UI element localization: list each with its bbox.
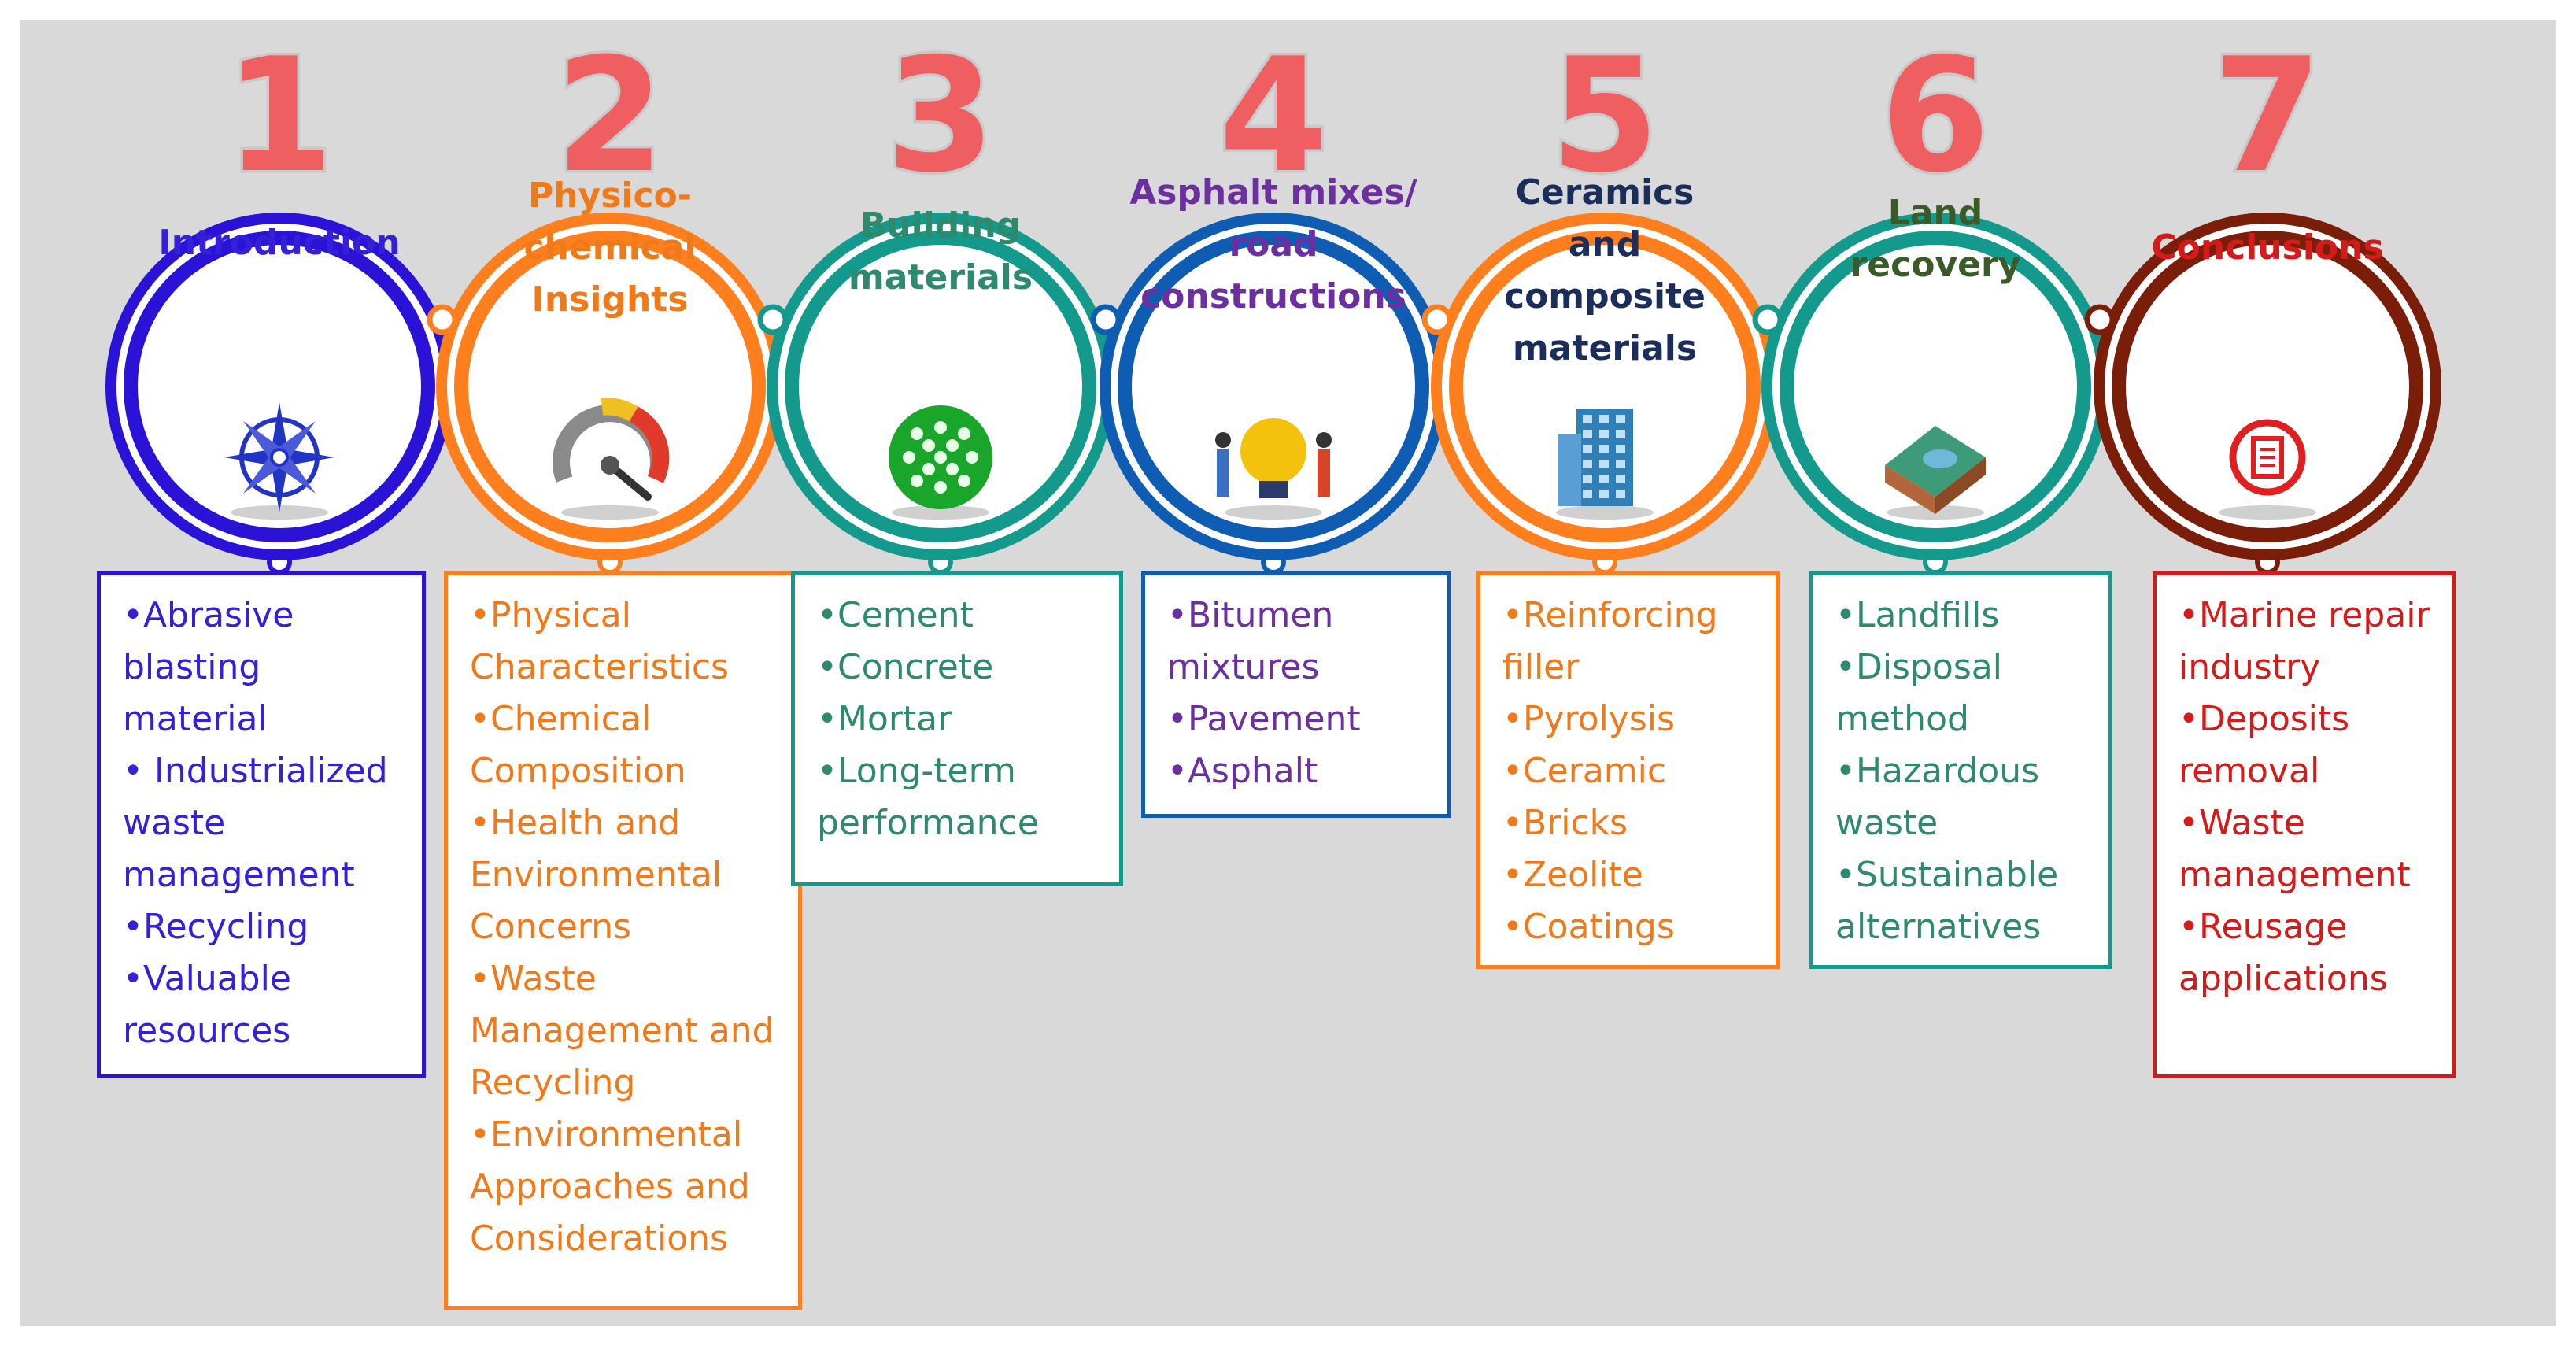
list-item: •Recycling: [123, 907, 309, 947]
junction-dot: [1421, 304, 1453, 335]
list-item: •Waste Management and Recycling: [470, 959, 774, 1103]
step-item-list: •Landfills •Disposal method •Hazardous was…: [1835, 590, 2091, 953]
list-item: •Valuable resources: [123, 959, 291, 1051]
list-item: •Health and Environmental Concerns: [470, 803, 723, 947]
list-item: •Reinforcing filler: [1502, 595, 1718, 687]
junction-dot: [427, 304, 458, 335]
step-number-2: 2: [555, 24, 664, 208]
document-icon: [2219, 419, 2316, 520]
list-item: •Chemical Composition: [470, 699, 686, 791]
step-item-list: •Marine repair industry •Deposits removal…: [2179, 590, 2434, 1005]
step-title-1: Introduction: [158, 223, 401, 263]
cell-structure-icon: [889, 405, 992, 520]
list-item: •Pyrolysis: [1502, 699, 1675, 739]
list-item: • Industrialized waste management: [123, 751, 388, 895]
step-ring-4: [1100, 213, 1447, 560]
compass-icon: [224, 402, 334, 520]
list-item: •Marine repair industry: [2179, 595, 2430, 687]
junction-dot: [1752, 304, 1783, 335]
step-number-7: 7: [2212, 24, 2322, 208]
step-detail-box-2: •Physical Characteristics •Chemical Compo…: [444, 571, 802, 1310]
step-title-4: Asphalt mixes/ road constructions: [1129, 172, 1417, 316]
step-number-6: 6: [1880, 24, 1990, 208]
ideas-lightbulb-icon: [1215, 418, 1332, 520]
step-ring-5: [1431, 213, 1779, 560]
step-number-3: 3: [885, 24, 995, 208]
list-item: •Zeolite: [1502, 855, 1643, 895]
step-title-3: Building materials: [848, 205, 1033, 298]
list-item: •Hazardous waste: [1835, 751, 2040, 843]
list-item: •Asphalt: [1167, 751, 1318, 791]
list-item: •Pavement: [1167, 699, 1361, 739]
list-item: •Bricks: [1502, 803, 1628, 843]
step-item-list: •Cement •Concrete •Mortar •Long-term perfor…: [817, 590, 1102, 849]
list-item: •Environmental Approaches and Considerat…: [470, 1115, 750, 1259]
list-item: •Ceramic: [1502, 751, 1667, 791]
step-item-list: •Physical Characteristics •Chemical Compo…: [470, 590, 781, 1265]
list-item: •Landfills: [1835, 595, 2000, 635]
step-ring-2: [436, 213, 784, 560]
step-detail-box-5: •Reinforcing filler •Pyrolysis •Ceramic •Br…: [1476, 571, 1780, 969]
step-ring-1: [105, 213, 453, 560]
step-detail-box-4: •Bitumen mixtures •Pavement •Asphalt: [1141, 571, 1451, 818]
gauge-icon: [553, 398, 670, 520]
diagram-panel: 1 2 3 4 5 6 7 Introduction •Abrasive blasting m…: [20, 20, 2556, 1326]
step-title-7: Conclusions: [2151, 227, 2384, 268]
list-item: •Abrasive blasting material: [123, 595, 294, 739]
list-item: •Waste management: [2179, 803, 2411, 895]
step-number-4: 4: [1218, 24, 1328, 208]
list-item: •Bitumen mixtures: [1167, 595, 1334, 687]
list-item: •Mortar: [817, 699, 952, 739]
step-item-list: •Bitumen mixtures •Pavement •Asphalt: [1167, 590, 1430, 797]
list-item: •Concrete: [817, 647, 994, 687]
step-ring-6: [1761, 213, 2109, 560]
list-item: •Deposits removal: [2179, 699, 2350, 791]
step-item-list: •Abrasive blasting material• Industriali…: [123, 590, 405, 1057]
step-detail-box-7: •Marine repair industry •Deposits removal…: [2153, 571, 2456, 1078]
step-title-2: Physico-chemical Insights: [523, 176, 697, 320]
junction-dot: [757, 304, 789, 335]
list-item: •Long-term performance: [817, 751, 1039, 843]
step-title-6: Land recovery: [1850, 193, 2021, 285]
step-ring-7: [2094, 213, 2441, 560]
step-title-5: Ceramics and composite materials: [1503, 172, 1706, 368]
step-item-list: •Reinforcing filler •Pyrolysis •Ceramic •Br…: [1502, 590, 1758, 953]
list-item: •Disposal method: [1835, 647, 2002, 739]
junction-dot: [2084, 304, 2116, 335]
step-detail-box-3: •Cement •Concrete •Mortar •Long-term perfor…: [791, 571, 1123, 886]
step-number-1: 1: [224, 24, 334, 208]
list-item: •Reusage applications: [2179, 907, 2388, 999]
terrain-icon: [1885, 426, 1986, 520]
list-item: •Coatings: [1502, 907, 1675, 947]
building-icon: [1556, 409, 1654, 520]
step-number-5: 5: [1550, 24, 1659, 208]
junction-dot: [1090, 304, 1122, 335]
step-detail-box-1: •Abrasive blasting material• Industriali…: [97, 571, 426, 1078]
step-detail-box-6: •Landfills •Disposal method •Hazardous was…: [1809, 571, 2112, 969]
list-item: •Sustainable alternatives: [1835, 855, 2059, 947]
list-item: •Cement: [817, 595, 974, 635]
list-item: •Physical Characteristics: [470, 595, 729, 687]
step-ring-3: [767, 213, 1114, 560]
diagram-graphics: 1 2 3 4 5 6 7: [105, 22, 2441, 575]
